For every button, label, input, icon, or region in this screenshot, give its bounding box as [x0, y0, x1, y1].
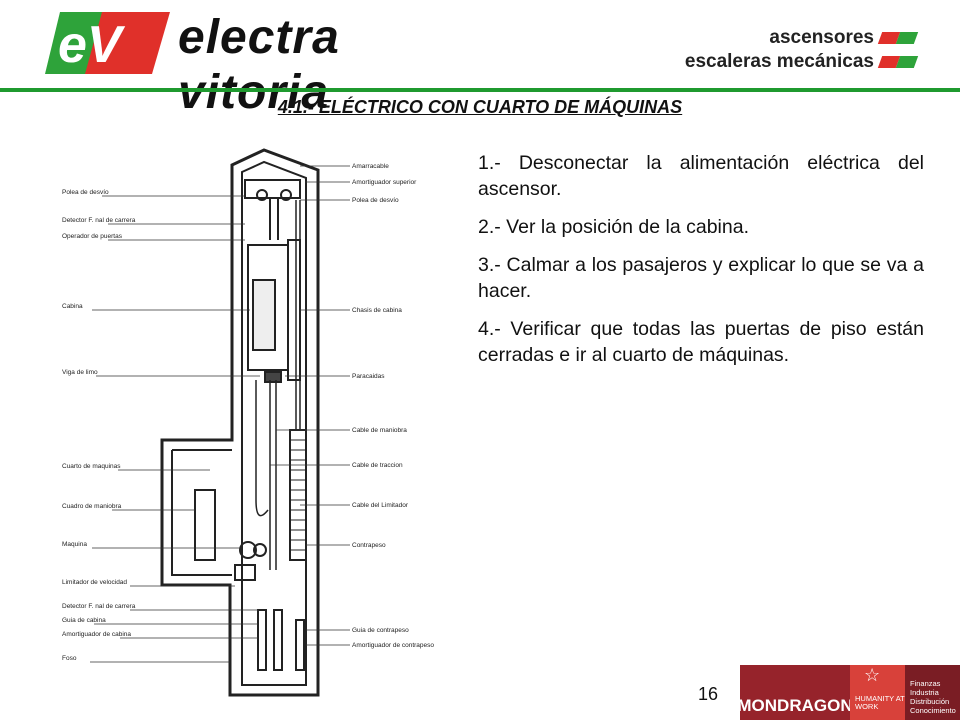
diagram-label: Amortiguador de cabina [62, 631, 131, 638]
division-item: Finanzas [910, 679, 941, 688]
humanity-at-work: ☆ HUMANITY AT WORK [850, 665, 905, 720]
diagram-label: Polea de desvío [352, 197, 399, 204]
right-labels: Amarracable Amortiguador superior Polea … [352, 163, 434, 649]
tagline: ascensores escaleras mecánicas [684, 26, 919, 74]
tagline-line1: ascensores [769, 27, 874, 48]
ev-logo-mark: eV [45, 12, 170, 74]
diagram-label: Paracaidas [352, 373, 385, 380]
step-item: 4.- Verificar que todas las puertas de p… [478, 318, 924, 366]
diagram-label: Foso [62, 655, 77, 662]
pit-buffers [257, 609, 305, 671]
mondragon-brand: MONDRAGON [737, 665, 853, 720]
diagram-label: Maquina [62, 541, 87, 548]
diagram-label: Operador de puertas [62, 233, 123, 240]
diagram-label: Amortiguador superior [352, 179, 417, 186]
humanity-symbol-icon: ☆ [864, 665, 881, 685]
page-number: 16 [697, 684, 719, 704]
diagram-label: Cuarto de maquinas [62, 463, 121, 470]
mondragon-badge: MONDRAGON ☆ HUMANITY AT WORK Finanzas In… [737, 665, 960, 720]
leader-lines [90, 165, 350, 663]
page-title: 4.1.- ELÉCTRICO CON CUARTO DE MÁQUINAS [277, 97, 683, 117]
diagram-label: Guia de cabina [62, 617, 106, 624]
tagline-line2: escaleras mecánicas [684, 51, 874, 72]
flag-icon [877, 32, 919, 44]
division-item: Distribución [910, 697, 950, 706]
diagram-label: Cuadro de maniobra [62, 503, 122, 510]
top-sheaves [244, 179, 301, 240]
flag-icon [877, 56, 919, 68]
machine-room [194, 489, 267, 581]
humanity-text: HUMANITY AT WORK [855, 694, 905, 711]
procedure-steps: 1.- Desconectar la alimentación eléctric… [478, 150, 924, 380]
shaft-outline [160, 148, 320, 697]
diagram-label: Amarracable [352, 163, 389, 170]
diagram-label: Cable de traccion [352, 462, 403, 469]
header-rule [0, 88, 960, 92]
diagram-label: Polea de desvío [62, 189, 109, 196]
diagram-label: Viga de limo [62, 369, 98, 376]
electra-vitoria-logo: eV electra vitoria [40, 4, 480, 119]
diagram-label: Detector F. nal de carrera [62, 603, 136, 610]
step-item: 2.- Ver la posición de la cabina. [478, 216, 750, 238]
diagram-label: Detector F. nal de carrera [62, 217, 136, 224]
logo-wordmark: electra vitoria [178, 11, 340, 119]
division-item: Industria [910, 688, 939, 697]
logo-initials: eV [58, 16, 126, 74]
mondragon-divisions: Finanzas Industria Distribución Conocimi… [905, 665, 960, 720]
elevator-diagram: Polea de desvío Detector F. nal de carre… [62, 148, 434, 697]
counterweight [289, 429, 307, 561]
diagram-label: Guia de contrapeso [352, 627, 409, 634]
diagram-label: Contrapeso [352, 542, 386, 549]
left-labels: Polea de desvío Detector F. nal de carre… [62, 189, 136, 662]
step-item: 1.- Desconectar la alimentación eléctric… [478, 152, 924, 200]
ropes [255, 200, 301, 570]
division-item: Conocimiento [910, 706, 956, 715]
car-cabin [247, 239, 301, 383]
step-item: 3.- Calmar a los pasajeros y explicar lo… [478, 254, 924, 302]
diagram-label: Limitador de velocidad [62, 579, 127, 586]
diagram-label: Chasis de cabina [352, 307, 402, 314]
diagram-label: Amortiguador de contrapeso [352, 642, 434, 649]
diagram-label: Cable del Limitador [352, 502, 409, 509]
diagram-label: Cable de maniobra [352, 427, 407, 434]
diagram-label: Cabina [62, 303, 83, 310]
